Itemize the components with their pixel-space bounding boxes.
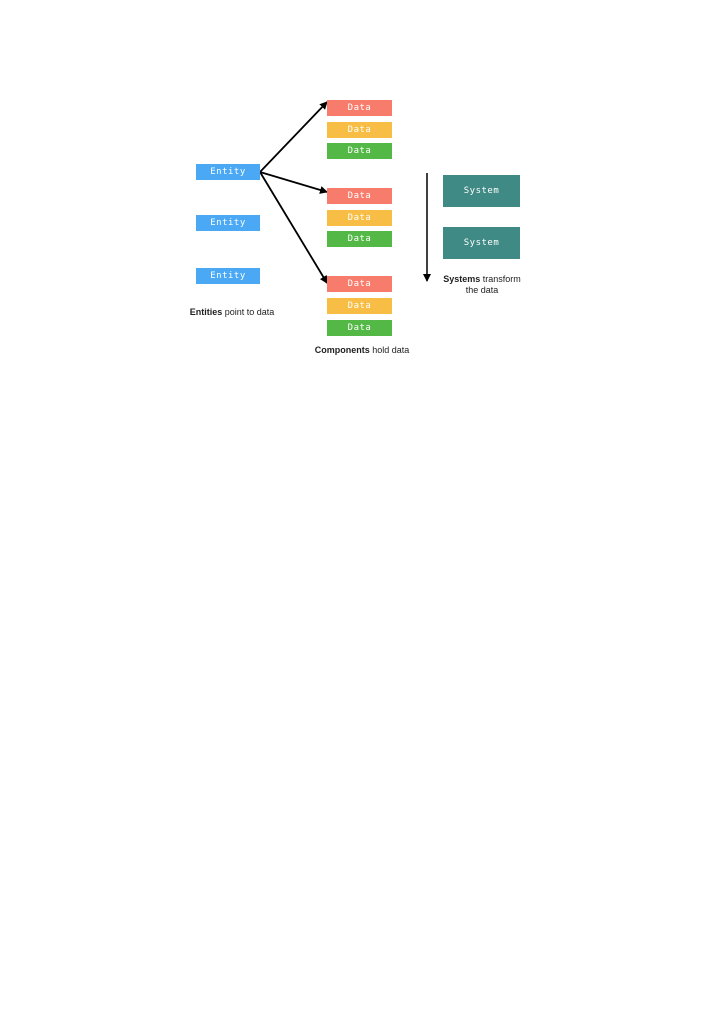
entity-box-2: Entity xyxy=(196,215,260,231)
component-data-box: Data xyxy=(327,298,392,314)
systems-caption-bold: Systems xyxy=(443,274,481,284)
systems-caption-line1: Systems transform xyxy=(430,274,534,285)
component-data-box: Data xyxy=(327,320,392,336)
system-box-2: System xyxy=(443,227,520,259)
entities-caption-rest: point to data xyxy=(222,307,275,317)
entities-caption: Entities point to data xyxy=(180,307,284,318)
component-data-box: Data xyxy=(327,188,392,204)
component-data-box: Data xyxy=(327,210,392,226)
systems-caption-line2: the data xyxy=(465,285,499,295)
arrow-entity-to-group-1 xyxy=(259,101,328,173)
component-data-box: Data xyxy=(327,143,392,159)
arrow-entity-to-group-3 xyxy=(259,171,328,284)
entity-box-1: Entity xyxy=(196,164,260,180)
entities-caption-bold: Entities xyxy=(189,307,223,317)
component-data-box: Data xyxy=(327,276,392,292)
system-box-1: System xyxy=(443,175,520,207)
components-caption-bold: Components xyxy=(314,345,370,355)
components-caption: Components hold data xyxy=(300,345,424,356)
entity-box-3: Entity xyxy=(196,268,260,284)
component-data-box: Data xyxy=(327,122,392,138)
systems-caption: Systems transform the data xyxy=(430,274,534,296)
arrow-entity-to-group-2 xyxy=(259,171,328,194)
component-data-box: Data xyxy=(327,231,392,247)
component-data-box: Data xyxy=(327,100,392,116)
components-caption-rest: hold data xyxy=(369,345,410,355)
systems-caption-rest: transform xyxy=(480,274,521,284)
